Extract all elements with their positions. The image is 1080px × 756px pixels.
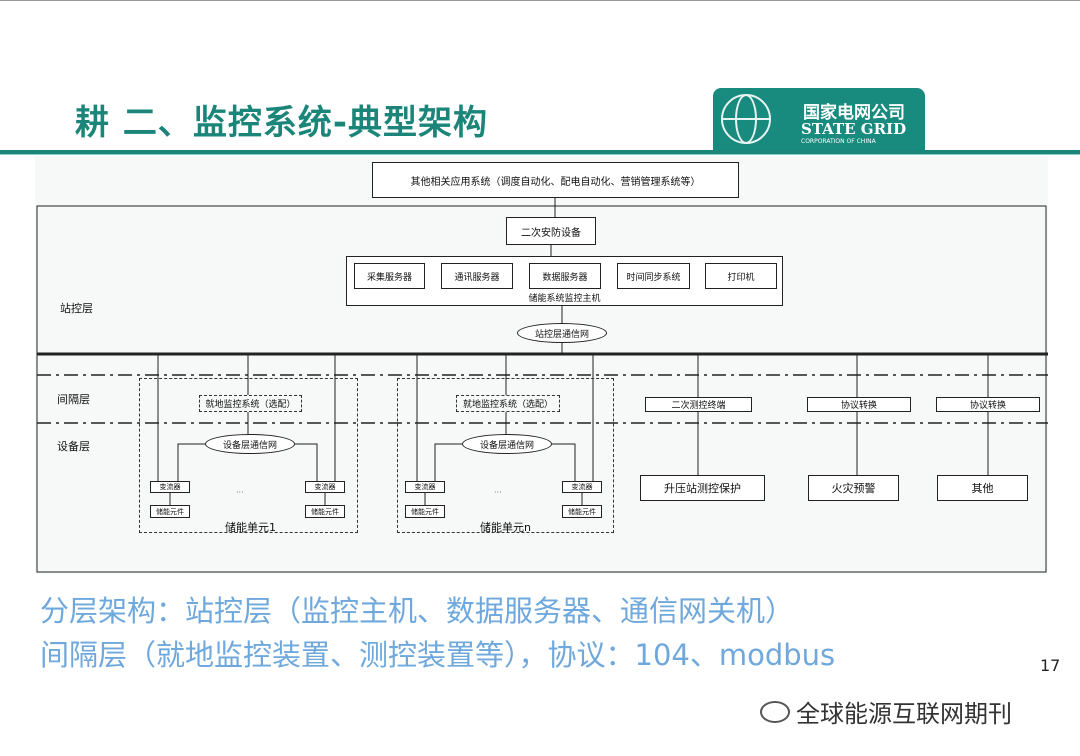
- ellipsis: ···: [494, 488, 502, 497]
- device-network-ellipse: 设备层通信网: [462, 434, 552, 454]
- device-box: 升压站测控保护: [640, 475, 765, 501]
- logo-en: STATE GRID: [801, 120, 907, 138]
- server-box: 打印机: [705, 263, 777, 289]
- layer-label: 设备层: [57, 440, 90, 453]
- storage-unit-frame: [139, 378, 358, 533]
- bay-box: 二次测控终端: [645, 397, 752, 412]
- converter-box: 变流器: [150, 481, 190, 493]
- slide-title: 耕 二、监控系统-典型架构: [75, 103, 488, 143]
- watermark-text: 全球能源互联网期刊: [796, 700, 1012, 728]
- bay-box: 协议转换: [807, 397, 911, 412]
- server-box: 采集服务器: [354, 263, 425, 289]
- converter-box: 变流器: [562, 481, 602, 493]
- storage-element-box: 储能元件: [562, 505, 602, 518]
- device-box: 火灾预警: [808, 475, 899, 501]
- storage-element-box: 储能元件: [305, 505, 345, 518]
- server-box: 数据服务器: [529, 263, 601, 289]
- unit-name: 储能单元n: [480, 521, 531, 534]
- server-box: 通讯服务器: [441, 263, 513, 289]
- device-box: 其他: [937, 475, 1028, 501]
- page-number: 17: [1040, 656, 1061, 675]
- wechat-icon: [760, 700, 790, 723]
- host-label: 储能系统监控主机: [528, 294, 601, 304]
- device-network-ellipse: 设备层通信网: [205, 434, 295, 454]
- storage-element-box: 储能元件: [405, 505, 445, 518]
- storage-unit-frame: [397, 378, 614, 533]
- title-rule: [0, 150, 1080, 154]
- globe-icon: [721, 94, 771, 144]
- unit-name: 储能单元1: [225, 521, 276, 534]
- watermark: 全球能源互联网期刊: [760, 694, 1012, 729]
- state-grid-logo: 国家电网公司 STATE GRID CORPORATION OF CHINA: [713, 88, 925, 152]
- ellipsis: ···: [236, 488, 244, 497]
- bay-box: 协议转换: [936, 397, 1040, 412]
- storage-element-box: 储能元件: [150, 505, 190, 518]
- summary-line-1: 分层架构：站控层（监控主机、数据服务器、通信网关机）: [40, 594, 795, 628]
- layer-label: 间隔层: [57, 393, 90, 406]
- other-systems-box: 其他相关应用系统（调度自动化、配电自动化、营销管理系统等）: [372, 162, 739, 198]
- station-network-ellipse: 站控层通信网: [517, 323, 607, 343]
- top-border: [0, 0, 1080, 1]
- security-device-box: 二次安防设备: [506, 217, 596, 245]
- local-monitor-box: 就地监控系统（选配）: [456, 395, 560, 412]
- title-rule-light: [0, 154, 1080, 155]
- logo-sub: CORPORATION OF CHINA: [801, 138, 876, 145]
- logo-cn: 国家电网公司: [803, 103, 905, 123]
- local-monitor-box: 就地监控系统（选配）: [199, 395, 302, 412]
- converter-box: 变流器: [405, 481, 445, 493]
- layer-label: 站控层: [60, 302, 93, 315]
- converter-box: 变流器: [305, 481, 345, 493]
- server-box: 时间同步系统: [617, 263, 690, 289]
- summary-line-2: 间隔层（就地监控装置、测控装置等），协议：104、modbus: [40, 638, 836, 672]
